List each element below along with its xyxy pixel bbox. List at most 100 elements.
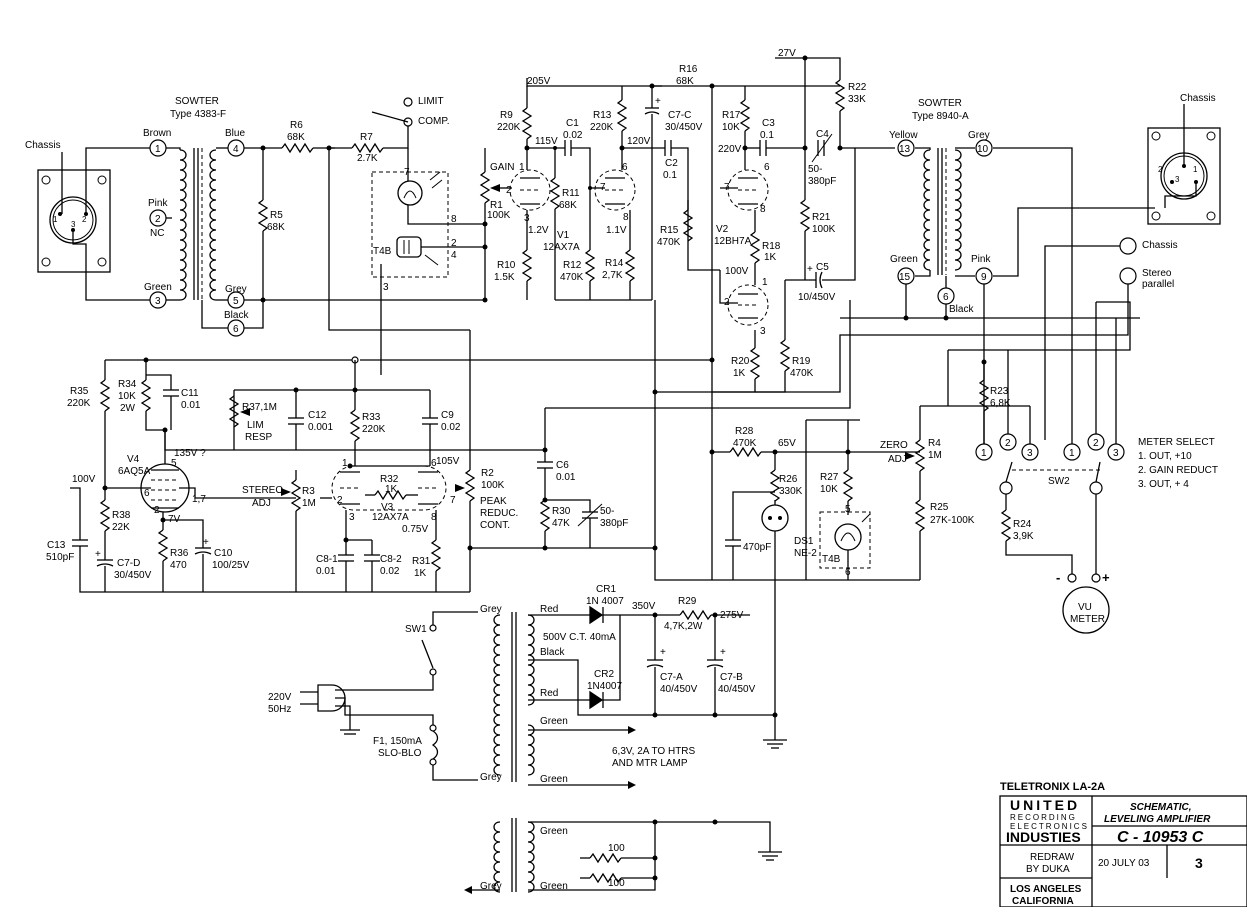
schematic-label: R34 [118, 379, 137, 390]
schematic-label: T4B [822, 554, 841, 565]
schematic-label: Pink [971, 254, 991, 265]
schematic-label: 275V [720, 610, 744, 621]
schematic-label: 3 [1195, 855, 1203, 871]
schematic-label: C7-B [720, 672, 743, 683]
schematic-label: 0.1 [760, 130, 774, 141]
schematic-label: Type 4383-F [170, 109, 226, 120]
schematic-label: GAIN [490, 162, 514, 173]
schematic-label: 4,7K,2W [664, 621, 703, 632]
schematic-label: 470K [790, 368, 814, 379]
schematic-label: R18 [762, 241, 781, 252]
schematic-label: 1K [414, 568, 427, 579]
schematic-label: 1 [519, 162, 525, 173]
schematic-label: R10 [497, 260, 516, 271]
schematic-label: VU [1078, 602, 1092, 613]
schematic-label: 40/450V [660, 684, 698, 695]
neon-lamp-ds1 [761, 504, 789, 532]
stereo-terminal [1119, 267, 1137, 285]
schematic-label: 30/450V [114, 570, 152, 581]
schematic-label: R11 [562, 188, 580, 199]
schematic-label: 100V [72, 474, 96, 485]
schematic-label: 115V [535, 136, 558, 147]
schematic-label: STEREO [242, 485, 283, 496]
schematic-label: SOWTER [918, 98, 962, 109]
schematic-label: 470K [560, 272, 584, 283]
schematic-label: R7 [360, 132, 373, 143]
schematic-label: 68K [287, 132, 305, 143]
schematic-label: 205V [527, 76, 551, 87]
schematic-label: V4 [127, 454, 140, 465]
schematic-label: 6,3V, 2A TO HTRS [612, 746, 696, 757]
schematic-label: SOWTER [175, 96, 219, 107]
schematic-label: 1K [764, 252, 777, 263]
meter-select-switch: 1 2 3 1 2 3 [975, 302, 1125, 495]
schematic-label: ZERO [880, 440, 908, 451]
schematic-label: R12 [563, 260, 582, 271]
schematic-label: 10K [820, 484, 838, 495]
schematic-label: METER SELECT [1138, 437, 1215, 448]
schematic-label: 2 [1093, 438, 1099, 449]
schematic-label: 1 [53, 215, 58, 224]
schematic-label: CR2 [594, 669, 614, 680]
schematic-label: + [655, 96, 661, 107]
schematic-label: 50- [600, 506, 614, 517]
schematic-label: SW2 [1048, 476, 1070, 487]
schematic-label: AND MTR LAMP [612, 758, 688, 769]
schematic-label: C9 [441, 410, 454, 421]
schematic-label: 1K [733, 368, 746, 379]
schematic-label: 10/450V [798, 292, 836, 303]
schematic-label: REDUC. [480, 508, 518, 519]
schematic-label: 2 [155, 214, 161, 225]
schematic-label: 8 [760, 204, 766, 215]
schematic-label: R25 [930, 502, 949, 513]
schematic-label: 68K [676, 76, 694, 87]
schematic-label: R15 [660, 225, 679, 236]
schematic-label: 3,9K [1013, 531, 1034, 542]
schematic-label: R30 [552, 506, 571, 517]
schematic-label: Brown [143, 128, 171, 139]
schematic-label: Grey [968, 130, 990, 141]
schematic-label: 10K [118, 391, 136, 402]
schematic-label: 8 [623, 212, 629, 223]
schematic-label: 3. OUT, + 4 [1138, 479, 1189, 490]
schematic-label: 1K [385, 484, 398, 495]
schematic-label: R37,1M [242, 402, 277, 413]
schematic-label: 3 [349, 512, 355, 523]
comp-label: COMP. [418, 116, 450, 127]
schematic-label: 6 [233, 324, 239, 335]
schematic-label: LIM [247, 420, 264, 431]
schematic-label: 470pF [743, 542, 771, 553]
schematic-label: 8 [451, 214, 457, 225]
input-transformer: SOWTER Type 4383-F Brown Pink NC Green B… [143, 96, 249, 329]
schematic-label: UNITED [1010, 797, 1080, 813]
schematic-label: 15 [899, 272, 911, 283]
schematic-label: REDRAW [1030, 852, 1075, 863]
schematic-label: C7-A [660, 672, 683, 683]
schematic-label: 1,7 [192, 494, 206, 505]
schematic-label: 4 [233, 144, 239, 155]
schematic-label: CR1 [596, 584, 616, 595]
vu-meter [1062, 586, 1110, 634]
schematic-label: 0.01 [556, 472, 576, 483]
schematic-label: 2 [506, 185, 512, 196]
schematic-label: 1.1V [606, 225, 627, 236]
schematic-label: 50- [808, 164, 822, 175]
schematic-label: 470K [657, 237, 681, 248]
schematic-label: 1M [302, 498, 316, 509]
schematic-label: 6 [943, 292, 949, 303]
schematic-label: R17 [722, 110, 741, 121]
schematic-label: 2 [154, 505, 160, 516]
schematic-label: 0.001 [308, 422, 333, 433]
schematic-label: 5 [845, 504, 851, 515]
schematic-label: 27V [778, 48, 796, 59]
schematic-label: 8 [431, 512, 437, 523]
schematic-label: Type 8940-A [912, 111, 969, 122]
schematic-label: 7 [404, 167, 410, 178]
schematic-label: C5 [816, 262, 829, 273]
schematic-label: Green [540, 716, 568, 727]
chassis-right-label: Chassis [1180, 93, 1216, 104]
schematic-label: V2 [716, 224, 729, 235]
schematic-label: 2W [120, 403, 136, 414]
schematic-label: 1N 4007 [586, 596, 624, 607]
schematic-label: 30/450V [665, 122, 703, 133]
